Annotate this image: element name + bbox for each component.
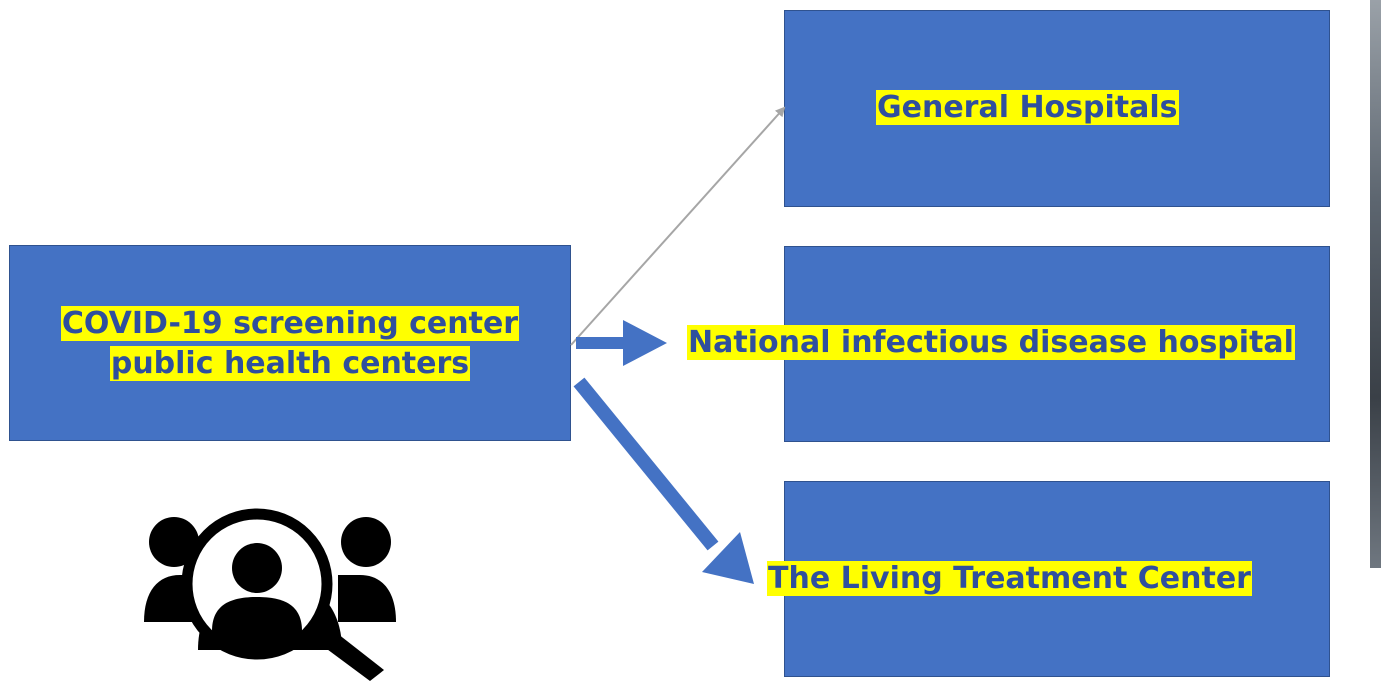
source-line-1: COVID-19 screening center xyxy=(60,306,520,341)
background-photo-edge xyxy=(1370,0,1381,568)
general-hospitals-label: General Hospitals xyxy=(876,88,1179,128)
people-search-icon xyxy=(144,508,396,681)
arrow-to-national-hospital xyxy=(576,320,667,366)
source-line-2: public health centers xyxy=(109,346,471,381)
living-treatment-center-label: The Living Treatment Center xyxy=(767,559,1252,599)
source-label: COVID-19 screening center public health … xyxy=(9,304,571,384)
arrow-to-general-hospitals xyxy=(570,106,786,346)
national-hospital-label: National infectious disease hospital xyxy=(687,323,1295,363)
arrow-to-living-treatment-center xyxy=(573,377,754,584)
source-box xyxy=(9,245,571,441)
national-hospital-text: National infectious disease hospital xyxy=(687,325,1295,360)
general-hospitals-text: General Hospitals xyxy=(876,90,1179,125)
living-treatment-center-text: The Living Treatment Center xyxy=(767,561,1252,596)
